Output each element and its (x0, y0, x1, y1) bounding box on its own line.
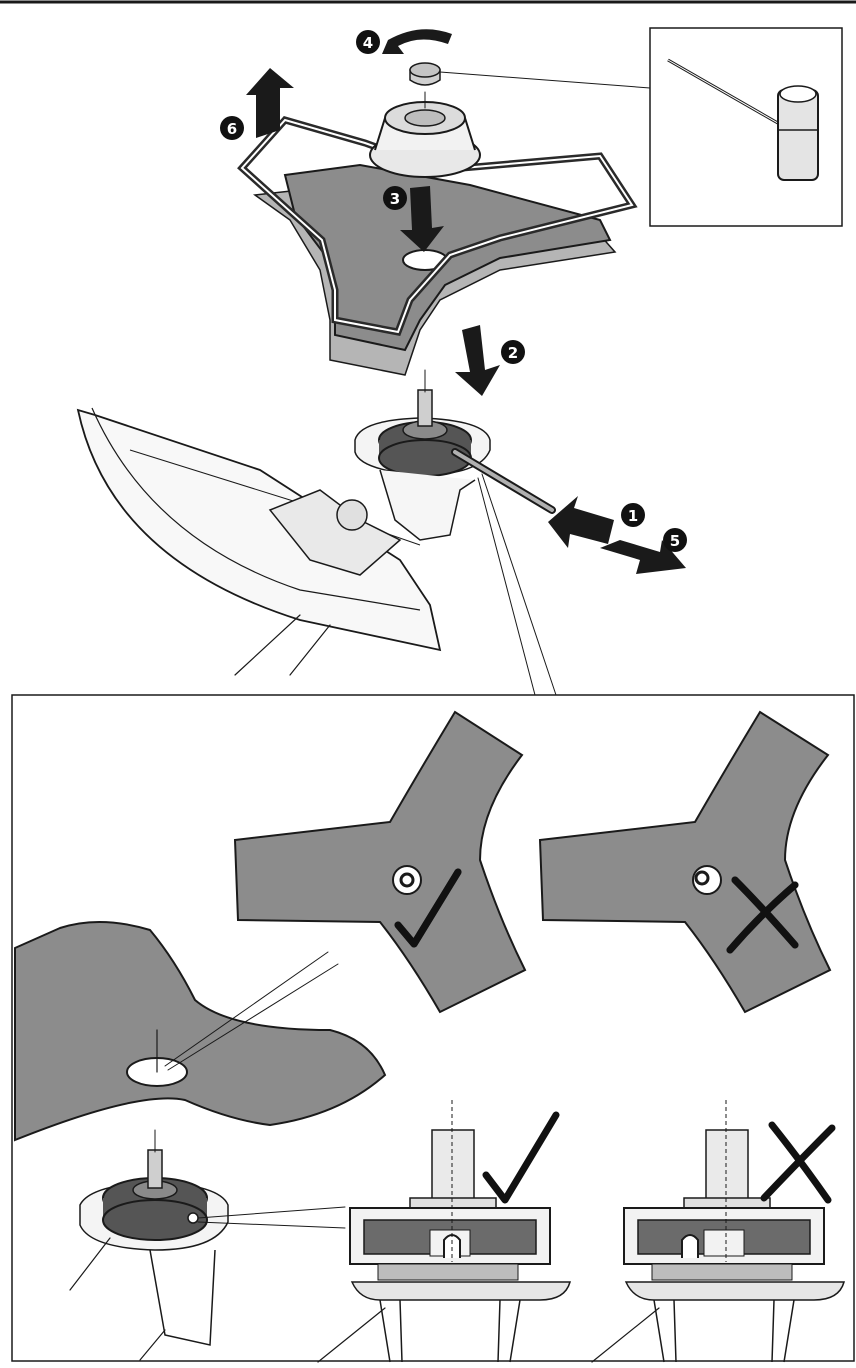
detail-callout-line-left (477, 477, 536, 696)
section-correct (317, 1100, 571, 1363)
press-down-arrow (400, 186, 444, 252)
thrust-cup (369, 101, 481, 178)
step-badge-5-label: 5 (670, 532, 680, 550)
step-badge-3-label: 3 (390, 190, 400, 208)
step-badge-4: 4 (356, 30, 380, 54)
blade-nut (409, 62, 441, 86)
step-badge-3: 3 (383, 186, 407, 210)
step-badge-2: 2 (501, 340, 525, 364)
section-correct-check-icon (482, 1111, 560, 1204)
blade-hole-detail (14, 921, 387, 1142)
blade-correct (233, 710, 527, 1014)
pull-out-arrow (600, 540, 686, 574)
step-badge-1: 1 (621, 503, 645, 527)
detail-callout-line-right (481, 473, 557, 696)
fit-down-arrow (455, 325, 500, 396)
push-in-arrow (548, 496, 614, 548)
box-spanner-icon (667, 58, 819, 181)
section-incorrect-cross-icon (760, 1121, 836, 1204)
deflector-guard (76, 407, 442, 676)
step-badge-6: 6 (220, 116, 244, 140)
gear-housing (379, 469, 476, 541)
tool-leader-line (439, 71, 651, 89)
detail-frame (11, 694, 855, 1363)
step-badge-1-label: 1 (628, 507, 638, 525)
cross-mark-icon (726, 876, 799, 954)
step-badge-6-label: 6 (227, 120, 237, 138)
lift-up-arrow (246, 68, 294, 138)
section-incorrect (591, 1100, 845, 1363)
gear-hub (354, 369, 491, 477)
step-badge-2-label: 2 (508, 344, 518, 362)
step-badge-5: 5 (663, 528, 687, 552)
exploded-assembly: 4 6 3 2 1 5 (76, 27, 843, 696)
tool-inset (649, 27, 843, 227)
rotate-arrow-icon (382, 29, 452, 54)
blade-incorrect (538, 710, 832, 1014)
step-badge-4-label: 4 (363, 34, 373, 52)
hub-detail (69, 1129, 346, 1361)
